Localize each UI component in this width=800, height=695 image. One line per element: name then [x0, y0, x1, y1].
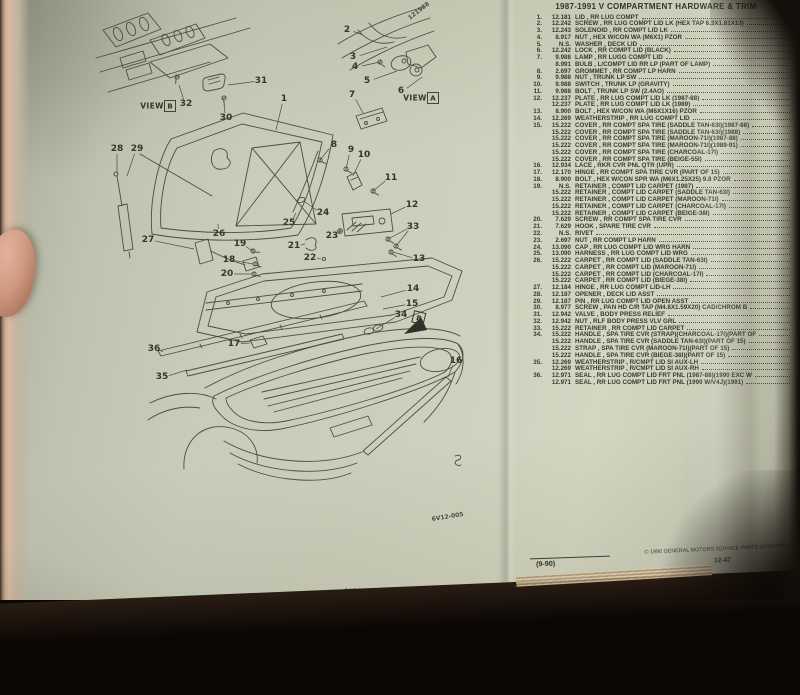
footer-date-code: (9-90) [536, 559, 555, 569]
lock-assembly [342, 209, 402, 259]
diagram-callout-32: 32 [180, 99, 193, 109]
exploded-diagram: B VIEW B VIEW A 121988 6V12-005 12345678… [0, 0, 520, 560]
diagram-callout-7: 7 [349, 90, 355, 100]
view-a-label: VIEW A [403, 93, 438, 104]
diagram-callout-30: 30 [220, 113, 233, 123]
diagram-callout-36: 36 [148, 344, 161, 354]
diagram-callout-15: 15 [406, 299, 419, 309]
trunk-lamp-switch [347, 172, 362, 190]
trim-strips [158, 301, 451, 455]
diagram-callout-29: 29 [131, 144, 144, 154]
rivet [322, 257, 325, 260]
diagram-callout-5: 5 [364, 76, 370, 86]
diagram-callout-10: 10 [358, 150, 371, 160]
svg-text:A: A [430, 95, 436, 103]
cover-hinge-bracket [250, 336, 267, 348]
view-b-detail [96, 13, 250, 105]
svg-text:VIEW: VIEW [140, 102, 164, 111]
diagram-callout-24: 24 [317, 208, 330, 218]
view-b-label: VIEW B [140, 101, 175, 112]
diagram-callout-8: 8 [331, 140, 337, 150]
nut [339, 230, 341, 232]
print-mark [455, 455, 461, 465]
figure-code: 6V12-005 [431, 511, 464, 523]
diagram-callout-21: 21 [288, 241, 301, 251]
diagram-callout-4: 4 [352, 62, 358, 72]
diagram-callout-33: 33 [407, 222, 420, 232]
diagram-callout-11: 11 [385, 173, 398, 183]
diagram-callout-3: 3 [350, 52, 356, 62]
diagram-callout-12: 12 [406, 200, 419, 210]
diagram-callout-14: 14 [407, 284, 420, 294]
spare-cover-hook [306, 238, 316, 251]
diagram-callout-34: 34 [395, 310, 408, 320]
diagram-callout-19: 19 [234, 239, 247, 249]
diagram-callout-16: 16 [450, 356, 463, 366]
svg-text:B: B [167, 103, 172, 111]
spare-tire-cover [197, 258, 462, 348]
corner-shadow-top-right [710, 0, 800, 160]
lamp-assembly [356, 108, 387, 129]
front-panel-seal [363, 377, 451, 455]
diagram-callout-6: 6 [398, 86, 404, 96]
diagram-callout-22: 22 [304, 253, 317, 263]
diagram-callout-9: 9 [348, 145, 354, 155]
diagram-callout-1: 1 [281, 94, 287, 104]
diagram-callout-2: 2 [344, 25, 350, 35]
diagram-callout-20: 20 [221, 269, 234, 279]
svg-text:VIEW: VIEW [403, 94, 427, 103]
diagram-callout-18: 18 [223, 255, 236, 265]
diagram-callout-31: 31 [255, 76, 268, 86]
diagram-callout-13: 13 [413, 254, 426, 264]
diagram-callout-27: 27 [142, 235, 155, 245]
diagram-callout-26: 26 [213, 229, 226, 239]
diagram-callout-25: 25 [283, 218, 296, 228]
diagram-callout-23: 23 [326, 231, 339, 241]
corner-shadow-bottom-right [620, 470, 800, 600]
diagram-callout-28: 28 [111, 144, 124, 154]
diagram-callout-17: 17 [228, 339, 241, 349]
diagram-callout-35: 35 [156, 372, 169, 382]
